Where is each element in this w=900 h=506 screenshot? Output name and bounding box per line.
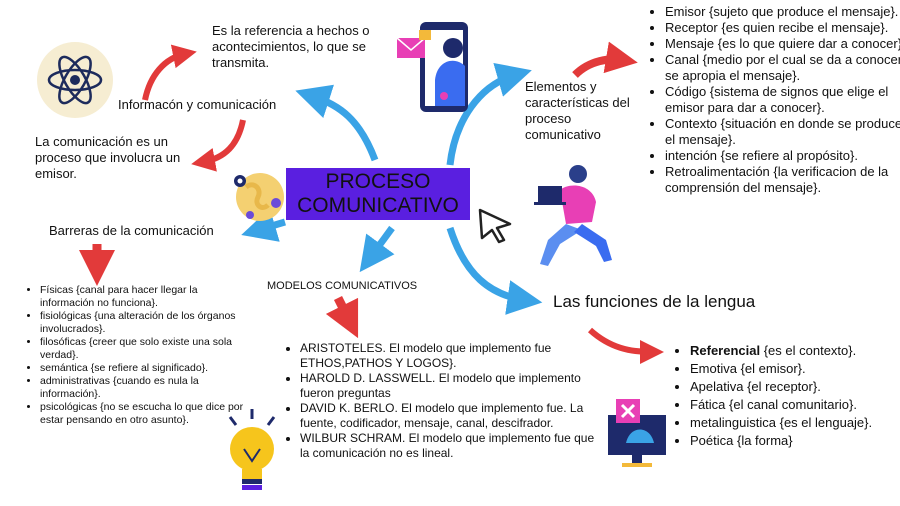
list-item: Emisor {sujeto que produce el mensaje}. [665, 4, 900, 20]
list-item: administrativas {cuando es nula la infor… [40, 375, 252, 401]
models-list: ARISTOTELES. El modelo que implemento fu… [282, 341, 600, 461]
list-item: Poética {la forma} [690, 432, 900, 450]
list-item: Apelativa {el receptor}. [690, 378, 900, 396]
elements-list: Emisor {sujeto que produce el mensaje}. … [647, 4, 900, 196]
reference-text: Es la referencia a hechos o acontecimien… [212, 23, 370, 70]
list-item-text: {es el contexto}. [760, 343, 857, 358]
list-item-bold: Referencial [690, 343, 761, 358]
info-label: Informacón y comunicación [118, 97, 277, 112]
monitor-icon [608, 399, 666, 467]
functions-label: Las funciones de la lengua [553, 292, 756, 311]
elements-label: Elementos y características del proceso … [525, 79, 630, 142]
arrow-red-functions [587, 327, 664, 364]
list-item: Mensaje {es lo que quiere dar a conocer}… [665, 36, 900, 52]
person-laptop-illustration [534, 165, 612, 266]
arrow-red-elements [572, 41, 638, 78]
process-text: La comunicación es un proceso que involu… [35, 134, 181, 181]
arrow-red-reference [142, 44, 197, 101]
arrow-red-process [191, 119, 246, 172]
list-item: Código {sistema de signos que elige el e… [665, 84, 900, 116]
barriers-label: Barreras de la comunicación [49, 223, 214, 238]
list-item: Físicas {canal para hacer llegar la info… [40, 284, 252, 310]
list-item: WILBUR SCHRAM. El modelo que implemento … [300, 431, 600, 461]
list-item: Contexto {situación en donde se produce … [665, 116, 900, 148]
arrow-red-models [325, 295, 359, 339]
phone-person-illustration [396, 22, 468, 112]
list-item: ARISTOTELES. El modelo que implemento fu… [300, 341, 600, 371]
lightbulb-icon [228, 409, 276, 490]
list-item: metalinguistica {es el lenguaje}. [690, 414, 900, 432]
list-item: Canal {medio por el cual se da a conocer… [665, 52, 900, 84]
list-item: intención {se refiere al propósito}. [665, 148, 900, 164]
list-item: Retroalimentación {la verificacion de la… [665, 164, 900, 196]
globe-icon [234, 173, 284, 221]
arrow-to-info [295, 84, 379, 162]
cursor-icon [478, 208, 512, 244]
models-label: MODELOS COMUNICATIVOS [267, 280, 418, 292]
center-node: PROCESO COMUNICATIVO [286, 168, 470, 220]
list-item: Referencial {es el contexto}. [690, 342, 900, 360]
atom-icon [37, 42, 113, 118]
list-item: fisiológicas {una alteración de los órga… [40, 310, 252, 336]
arrow-to-elements [446, 62, 532, 166]
functions-list: Referencial {es el contexto}. Emotiva {e… [672, 342, 900, 450]
arrow-to-functions [446, 226, 543, 315]
list-item-text: Apelativa {el receptor}. [690, 379, 821, 394]
arrow-to-models [359, 225, 395, 273]
list-item: filosóficas {creer que solo existe una s… [40, 336, 252, 362]
list-item: Emotiva {el emisor}. [690, 360, 900, 378]
center-title-line2: COMUNICATIVO [297, 194, 459, 217]
barriers-list: Físicas {canal para hacer llegar la info… [22, 284, 252, 427]
list-item: Receptor {es quien recibe el mensaje}. [665, 20, 900, 36]
list-item: psicológicas {no se escucha lo que dice … [40, 401, 252, 427]
list-item: DAVID K. BERLO. El modelo que implemento… [300, 401, 600, 431]
list-item-text: Fática {el canal comunitario}. [690, 397, 857, 412]
list-item: HAROLD D. LASSWELL. El modelo que implem… [300, 371, 600, 401]
list-item-text: Emotiva {el emisor}. [690, 361, 806, 376]
center-title-line1: PROCESO [325, 170, 431, 193]
list-item: Fática {el canal comunitario}. [690, 396, 900, 414]
arrow-to-barriers [241, 208, 286, 242]
list-item-text: metalinguistica {es el lenguaje}. [690, 415, 873, 430]
list-item-text: Poética {la forma} [690, 433, 793, 448]
list-item: semántica {se refiere al significado}. [40, 362, 252, 375]
